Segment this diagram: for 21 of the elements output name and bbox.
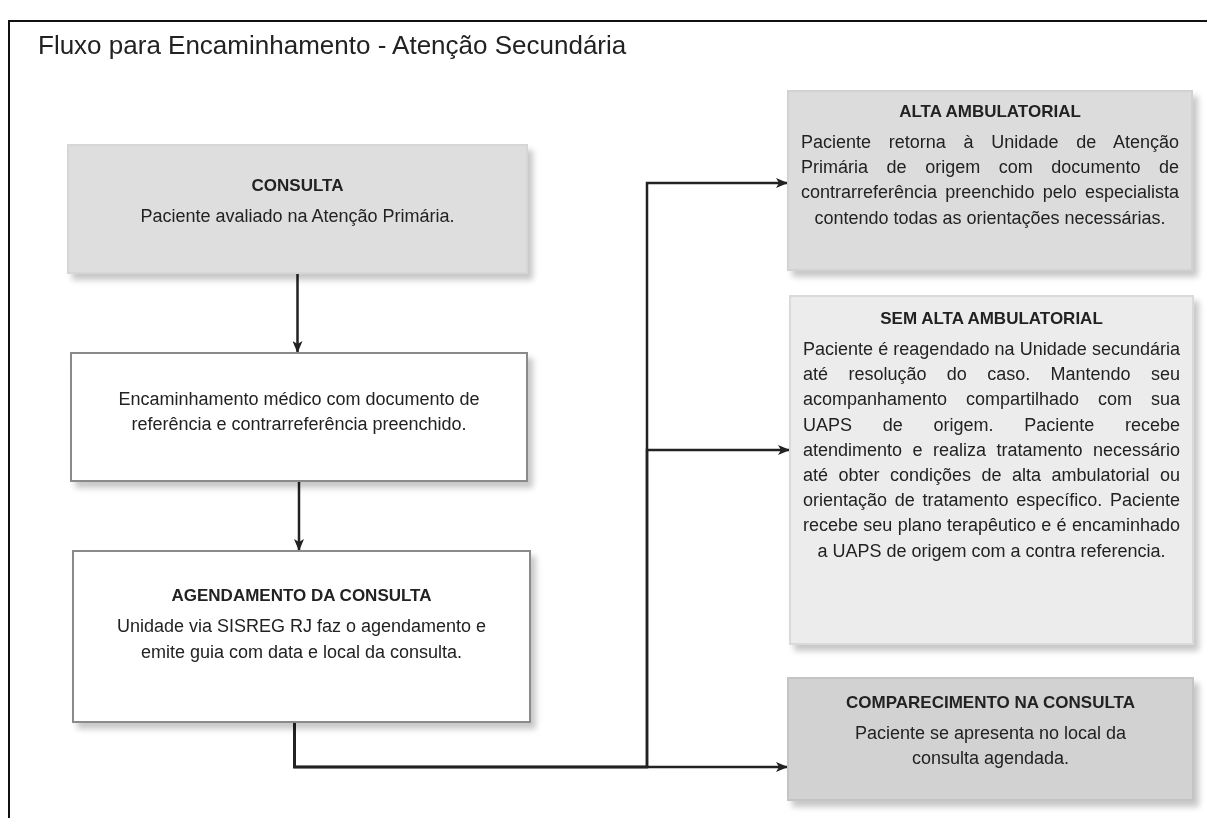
arrow xyxy=(292,274,303,353)
process-box xyxy=(789,295,1194,645)
box-text: Paciente retorna à Unidade de Atenção Primária de origem com documento de contrarreferência preenchido pelo especialista contendo todas as orientações necessárias. xyxy=(801,131,1179,230)
box-heading: CONSULTA xyxy=(251,176,344,197)
arrow xyxy=(294,482,304,551)
box-text: Paciente é reagendado na Unidade secundária até resolução do caso. Mantendo seu acompanhamento compartilhado com sua UAPS de origem. Paciente recebe atendimento e realiza tratamento necessário até obter condições de alta ambulatorial ou orientação de tratamento específico. Paciente recebe seu plano terapêutico e é encaminhado a UAPS de origem com a contra referencia. xyxy=(803,338,1180,563)
box-heading: AGENDAMENTO DA CONSULTA xyxy=(171,586,432,607)
box-text: Encaminhamento médico com documento de referência e contrarreferência preenchido. xyxy=(117,387,481,436)
box-heading: ALTA AMBULATORIAL xyxy=(899,102,1081,122)
box-text: Paciente avaliado na Atenção Primária. xyxy=(139,205,456,229)
box-heading: SEM ALTA AMBULATORIAL xyxy=(880,309,1103,329)
process-box xyxy=(787,677,1194,801)
box-heading: COMPARECIMENTO NA CONSULTA xyxy=(846,693,1135,713)
box-text: Paciente se apresenta no local da consulta agendada. xyxy=(853,722,1128,771)
process-box xyxy=(72,550,531,723)
process-box xyxy=(67,144,528,274)
process-box xyxy=(787,90,1193,271)
diagram-title: Fluxo para Encaminhamento - Atenção Secundária xyxy=(38,30,627,61)
box-text: Unidade via SISREG RJ faz o agendamento e emite guia com data e local da consulta. xyxy=(115,615,488,664)
process-box xyxy=(70,352,528,482)
arrow xyxy=(293,445,790,769)
